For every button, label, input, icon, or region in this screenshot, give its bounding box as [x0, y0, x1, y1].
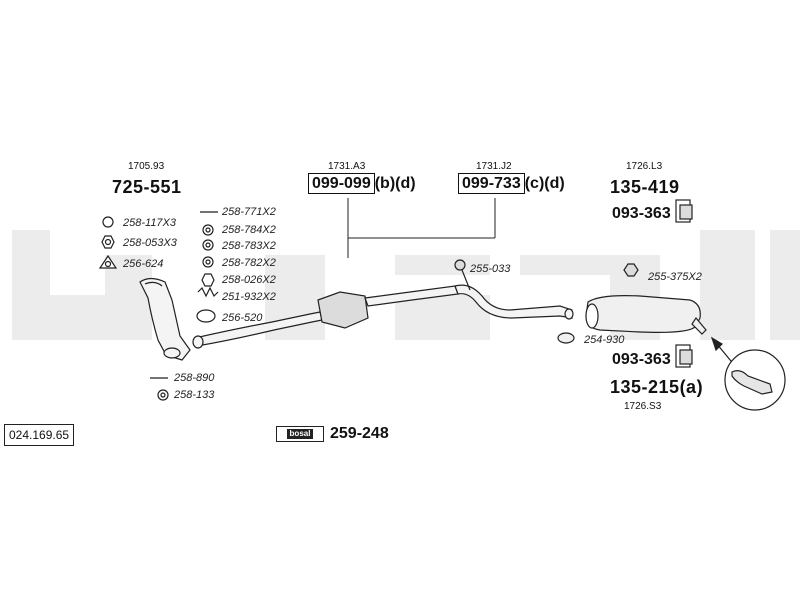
mount-icons [675, 199, 693, 368]
front-fitting-1: 258-117X3 [123, 217, 177, 229]
rear-bottom-suffix: (a) [679, 377, 704, 397]
rear-clamp: 254-930 [584, 334, 625, 346]
rear-hanger: 255-375X2 [648, 271, 702, 283]
rear-bottom-ref: 1726.S3 [624, 401, 662, 412]
fitting-7: 256-520 [222, 312, 263, 324]
catalog-reference: 024.169.65 [4, 424, 75, 446]
front-fitting-3: 256-624 [123, 258, 164, 270]
bosal-logo-text: bosal [286, 429, 314, 439]
front-extra-1: 258-890 [174, 372, 215, 384]
detail-zoom-circle [710, 336, 786, 411]
front-fitting-2: 258-053X3 [123, 237, 177, 249]
front-pipe-ref: 1705.93 [128, 161, 165, 172]
rear-top-part: 135-419 [610, 177, 680, 197]
rear-top-ref: 1726.L3 [626, 161, 663, 172]
rear-bottom-mount: 093-363 [612, 351, 671, 368]
bosal-logo: bosal [276, 426, 324, 442]
mounting-kit-part: 259-248 [330, 425, 389, 442]
middle-pipe-ref: 1731.J2 [476, 161, 512, 172]
fitting-icons-middle [150, 211, 219, 401]
rear-top-mount: 093-363 [612, 205, 671, 222]
fitting-1: 258-771X2 [222, 206, 276, 218]
middle-pipe-drawing [454, 259, 574, 320]
middle-pipe-part-line: 099-733(c)(d) [458, 173, 565, 194]
bosal-watermark [12, 230, 800, 340]
rear-bottom-part-line: 135-215(a) [610, 378, 703, 396]
rear-silencer-drawing [557, 263, 707, 344]
fitting-5: 258-026X2 [222, 274, 276, 286]
fitting-4: 258-782X2 [222, 257, 276, 269]
front-extra-2: 258-133 [174, 389, 215, 401]
leader-lines [347, 198, 496, 258]
front-pipe-drawing [139, 277, 191, 361]
catalyst-suffix: (b)(d) [374, 175, 416, 192]
catalyst-ref: 1731.A3 [328, 161, 366, 172]
rear-bottom-part: 135-215 [610, 377, 680, 397]
middle-pipe-part: 099-733 [458, 173, 525, 194]
fitting-6: 251-932X2 [222, 291, 276, 303]
catalyst-part: 099-099 [308, 173, 375, 194]
fitting-icons-left [98, 216, 118, 269]
middle-hanger: 255-033 [470, 263, 511, 275]
middle-pipe-suffix: (c)(d) [524, 175, 565, 192]
fitting-3: 258-783X2 [222, 240, 276, 252]
front-pipe-part: 725-551 [112, 177, 182, 197]
fitting-2: 258-784X2 [222, 224, 276, 236]
catalyst-part-line: 099-099(b)(d) [308, 173, 416, 194]
